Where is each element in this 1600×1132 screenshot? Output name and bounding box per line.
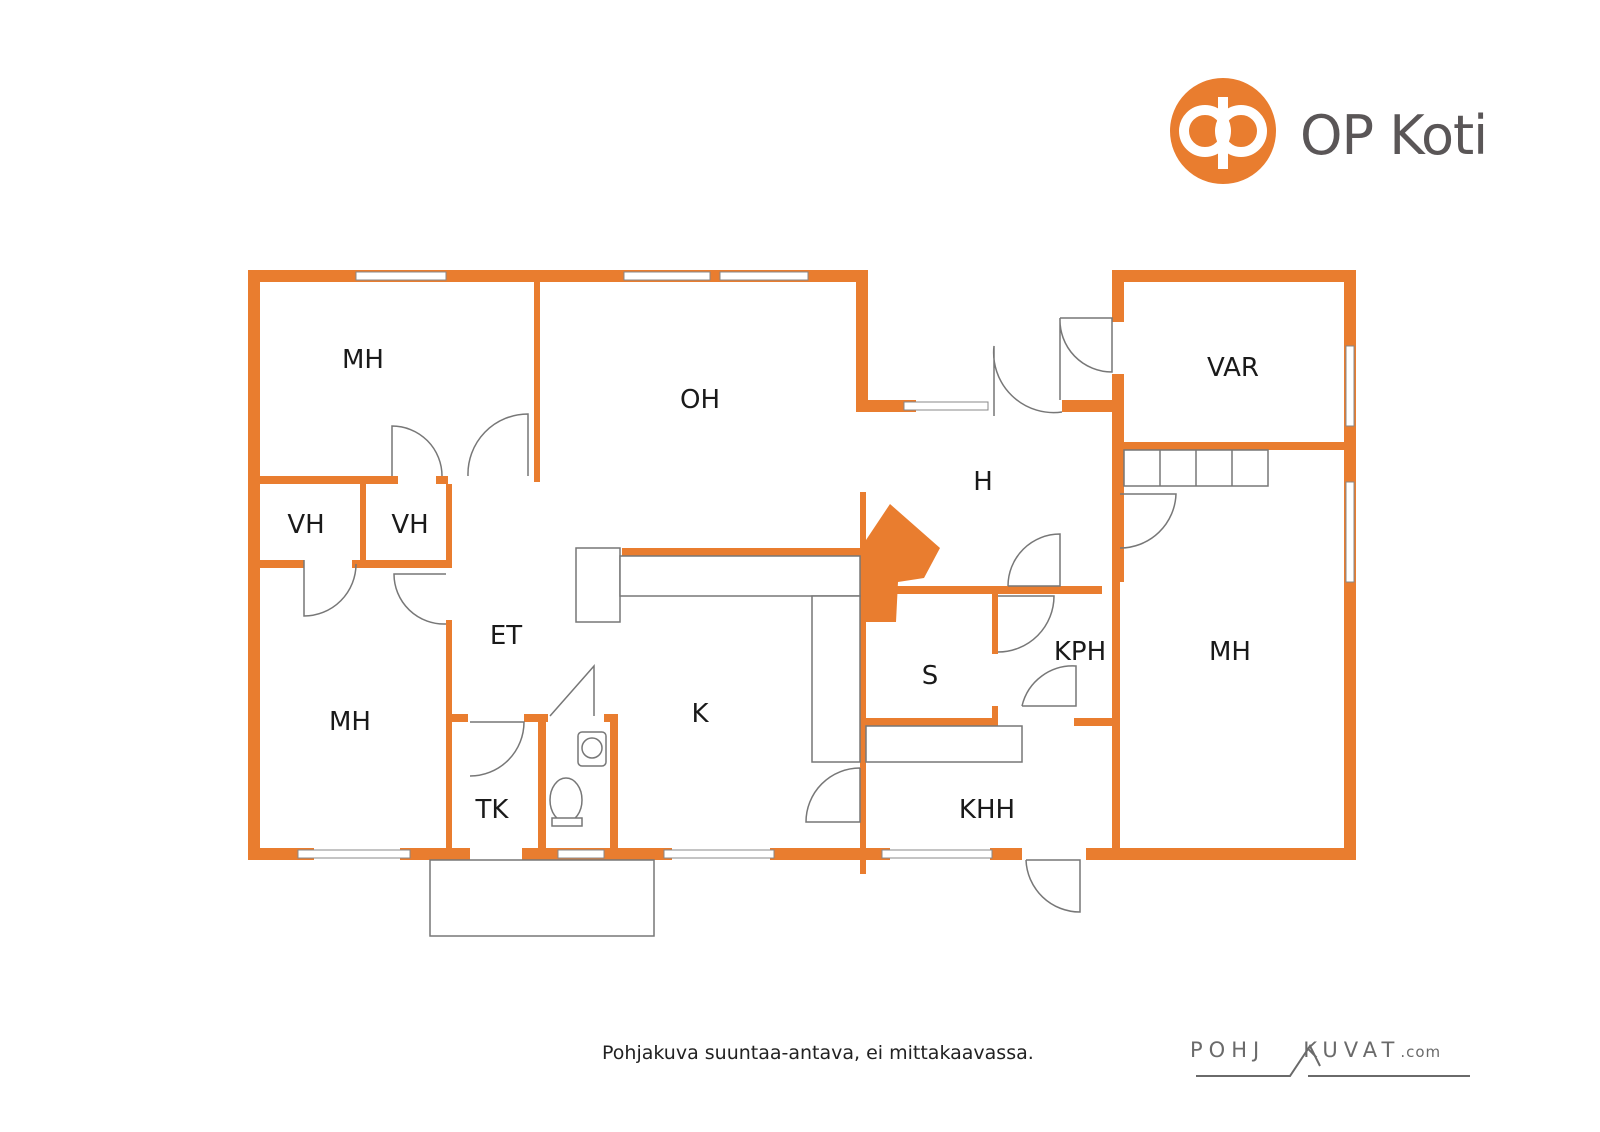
credit-part2: KUVAT bbox=[1303, 1038, 1401, 1062]
pohjakuvat-logo-icon bbox=[1196, 1044, 1470, 1077]
room-label-vh: VH bbox=[287, 510, 324, 540]
room-label-oh: OH bbox=[680, 385, 720, 415]
windows bbox=[297, 271, 1355, 859]
room-label-khh: KHH bbox=[959, 795, 1015, 825]
room-label-vh: VH bbox=[391, 510, 428, 540]
room-label-k: K bbox=[691, 699, 709, 729]
fixtures bbox=[429, 449, 1269, 937]
walls bbox=[248, 270, 1356, 874]
room-label-kph: KPH bbox=[1054, 637, 1106, 667]
room-label-s: S bbox=[922, 661, 939, 691]
room-label-mh: MH bbox=[329, 707, 371, 737]
credit-part1: POHJ bbox=[1190, 1038, 1266, 1062]
room-label-mh: MH bbox=[342, 345, 384, 375]
brand-name: OP Koti bbox=[1300, 104, 1488, 167]
op-logo-icon bbox=[1170, 78, 1276, 184]
room-label-et: ET bbox=[490, 621, 522, 651]
room-label-tk: TK bbox=[475, 795, 510, 825]
credit-logo: POHJ KUVAT.com bbox=[1190, 1038, 1441, 1062]
room-label-mh: MH bbox=[1209, 637, 1251, 667]
room-label-var: VAR bbox=[1207, 353, 1259, 383]
room-label-h: H bbox=[973, 467, 993, 497]
doors bbox=[303, 317, 1177, 913]
credit-suffix: .com bbox=[1400, 1043, 1442, 1061]
disclaimer-caption: Pohjakuva suuntaa-antava, ei mittakaavas… bbox=[602, 1042, 1034, 1064]
